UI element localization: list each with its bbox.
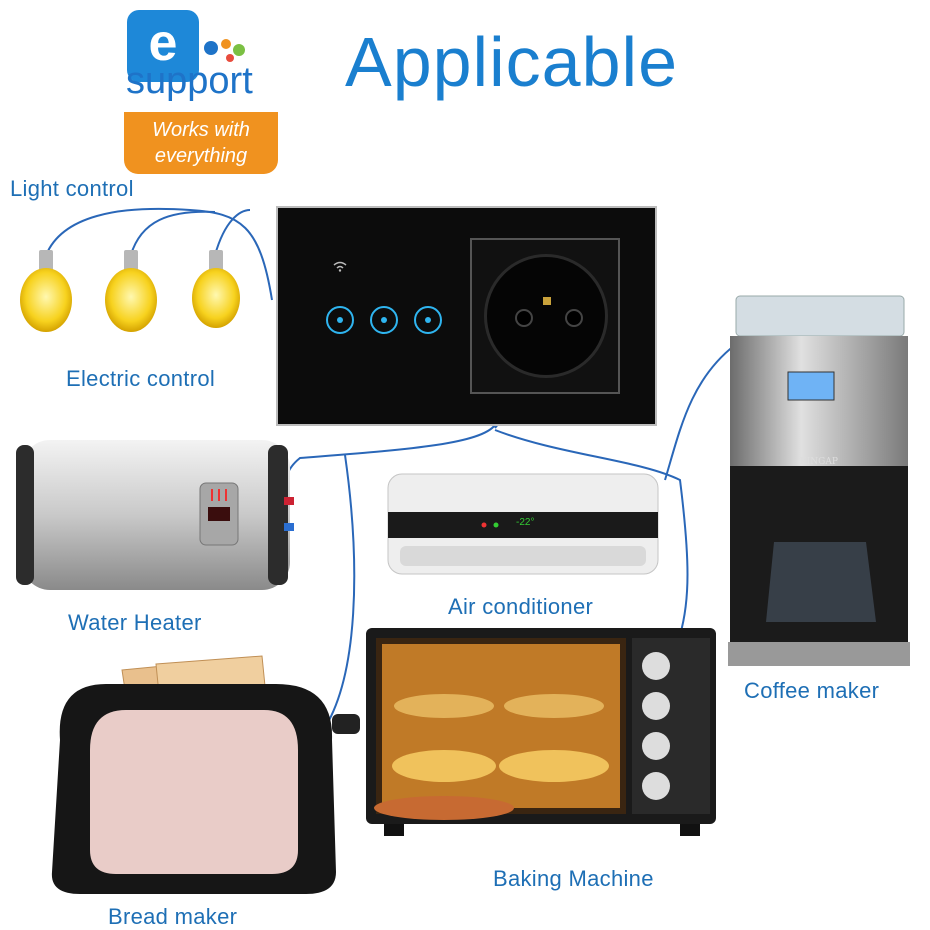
coffee-maker-label: Coffee maker — [744, 678, 880, 703]
socket-ground-pin — [543, 297, 551, 305]
smart-switch-panel — [276, 206, 657, 426]
touch-button-1[interactable] — [326, 306, 354, 334]
baking-machine-icon — [366, 628, 716, 836]
water-heater-icon — [16, 440, 294, 590]
logo-text: support — [126, 60, 253, 102]
bread-maker-icon — [51, 655, 360, 894]
coffee-maker-brand: KINGAP — [800, 457, 838, 467]
air-conditioner-icon — [387, 473, 659, 575]
tagline-line2: everything — [154, 145, 248, 167]
light-bulbs-icon — [20, 250, 240, 332]
esupport-logo-icon: e — [127, 10, 199, 82]
light-control-label: Light control — [10, 176, 134, 201]
power-socket — [470, 238, 620, 394]
water-heater-label: Water Heater — [68, 610, 202, 635]
electric-control-label: Electric control — [66, 366, 216, 391]
touch-button-3[interactable] — [414, 306, 442, 334]
socket-recess — [484, 254, 608, 378]
tagline-line1: Works with — [152, 119, 250, 141]
works-with-everything-badge: Works with everything — [124, 112, 278, 174]
page-title: Applicable — [345, 23, 678, 101]
logo-letter: e — [148, 14, 178, 72]
bread-maker-label: Bread maker — [108, 904, 238, 929]
coffee-maker-icon — [728, 295, 910, 666]
touch-button-2[interactable] — [370, 306, 398, 334]
ac-display: -22° — [516, 517, 535, 528]
baking-machine-label: Baking Machine — [493, 866, 654, 891]
air-conditioner-label: Air conditioner — [448, 594, 594, 619]
logo-dots-icon — [204, 39, 245, 62]
socket-hole-left — [515, 309, 533, 327]
socket-hole-right — [565, 309, 583, 327]
wifi-icon — [333, 261, 347, 272]
